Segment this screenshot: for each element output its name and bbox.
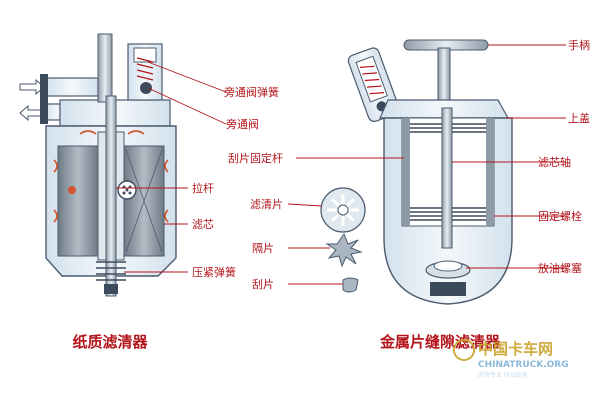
leader-bypass-valve [147,87,227,125]
label-spacer: 隔片 [252,242,274,255]
scraper-part [342,277,359,293]
label-bypass-spring: 旁通阀弹簧 [224,85,279,99]
watermark-tagline: 因为专业 所以出色 [478,371,528,379]
label-drain-plug: 放油螺塞 [538,261,582,275]
watermark-site: CHINATRUCK.ORG [478,360,569,370]
spacer-part [325,232,363,268]
label-element: 滤芯 [192,217,214,231]
label-rod: 拉杆 [192,181,214,195]
label-filter-disc: 滤清片 [250,198,283,211]
label-handle: 手柄 [568,38,590,52]
watermark-logo-icon [453,339,475,361]
watermark-title: 中国卡车网 [478,340,553,358]
caption-paper-filter: 纸质滤清器 [72,333,148,351]
paper-filter-drawing [19,33,177,297]
label-fix-bolt: 固定螺栓 [538,209,582,223]
label-press-spring: 压紧弹簧 [192,265,236,279]
caption-metal-plate-filter: 金属片缝隙滤清器 [379,333,501,351]
label-core-shaft: 滤芯轴 [538,155,571,169]
label-scraper: 刮片 [252,277,274,291]
label-bypass-valve: 旁通阀 [226,117,259,131]
metal-plate-filter-drawing [347,39,513,305]
leader-filter-disc [287,203,323,207]
watermark: 中国卡车网 CHINATRUCK.ORG 因为专业 所以出色 [453,339,569,379]
label-top-cover: 上盖 [568,111,590,125]
label-fixed-rod: 刮片固定杆 [228,151,283,165]
filter-disc-part [320,187,366,233]
leader-bypass-spring [147,61,227,93]
